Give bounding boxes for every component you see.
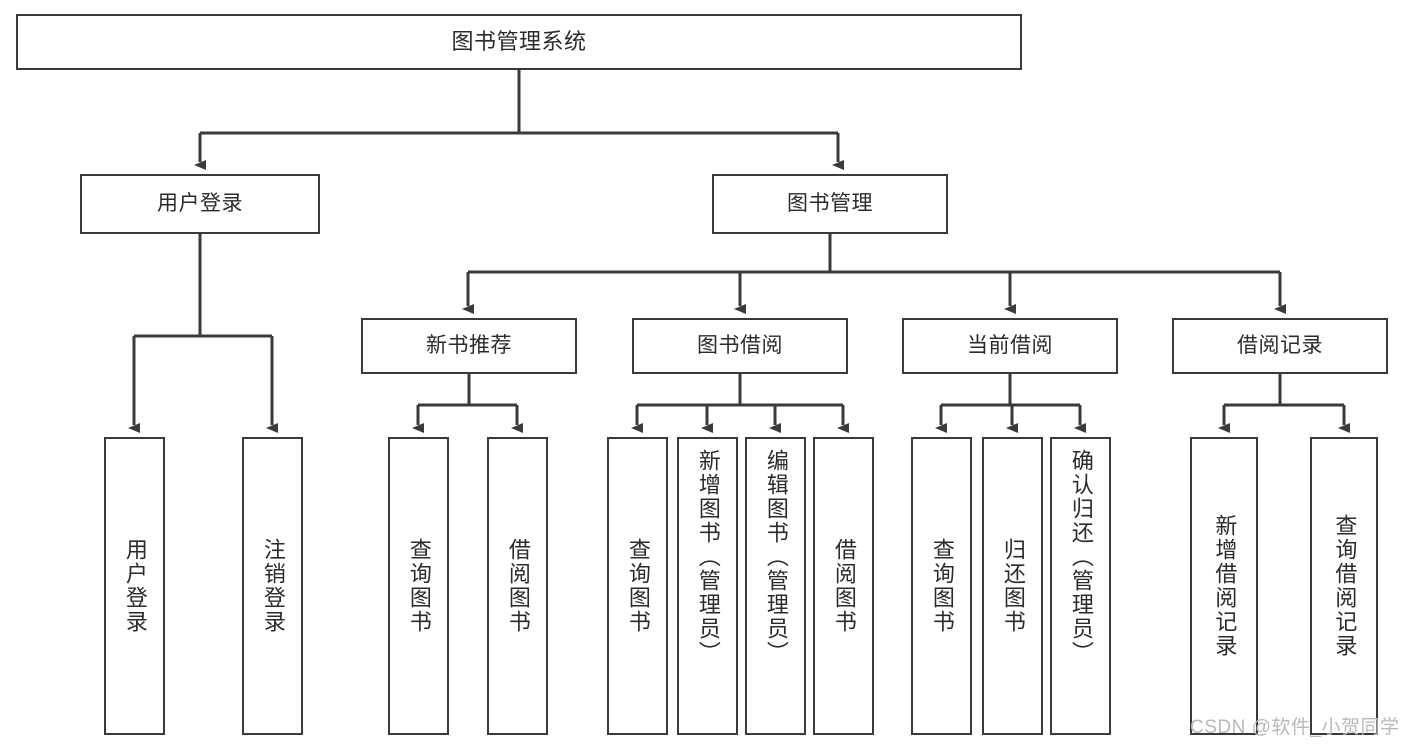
leaf-query-book-current[interactable]: 查询图书	[911, 437, 972, 735]
node-book-borrow-label: 图书借阅	[697, 334, 783, 358]
leaf-query-book-recommend-label: 查询图书	[406, 538, 432, 634]
leaf-confirm-return-admin[interactable]: 确认归还（管理员）	[1050, 437, 1111, 735]
node-root-label: 图书管理系统	[451, 28, 587, 54]
node-user-login[interactable]: 用户登录	[80, 174, 320, 234]
leaf-edit-book-admin[interactable]: 编辑图书（管理员）	[745, 437, 806, 735]
leaf-return-book-label: 归还图书	[1000, 538, 1026, 634]
leaf-query-borrow-record[interactable]: 查询借阅记录	[1310, 437, 1378, 735]
leaf-user-login[interactable]: 用户登录	[104, 437, 165, 735]
leaf-query-book-current-label: 查询图书	[929, 538, 955, 634]
leaf-add-book-admin[interactable]: 新增图书（管理员）	[677, 437, 738, 735]
leaf-return-book[interactable]: 归还图书	[982, 437, 1043, 735]
node-new-book-recommend[interactable]: 新书推荐	[361, 318, 577, 374]
csdn-watermark: CSDN @软件_小贺同学	[1190, 717, 1400, 738]
leaf-edit-book-admin-label: 编辑图书（管理员）	[763, 449, 789, 665]
leaf-query-book-recommend[interactable]: 查询图书	[388, 437, 449, 735]
leaf-borrow-book-recommend-label: 借阅图书	[505, 538, 531, 634]
node-root[interactable]: 图书管理系统	[16, 14, 1022, 70]
node-book-borrow[interactable]: 图书借阅	[632, 318, 848, 374]
leaf-user-login-label: 用户登录	[122, 538, 148, 634]
leaf-query-book[interactable]: 查询图书	[607, 437, 668, 735]
leaf-borrow-book[interactable]: 借阅图书	[813, 437, 874, 735]
leaf-add-borrow-record[interactable]: 新增借阅记录	[1190, 437, 1258, 735]
node-borrow-record-label: 借阅记录	[1237, 334, 1323, 358]
leaf-logout[interactable]: 注销登录	[242, 437, 303, 735]
node-book-management[interactable]: 图书管理	[712, 174, 948, 234]
node-book-management-label: 图书管理	[787, 192, 873, 216]
leaf-add-book-admin-label: 新增图书（管理员）	[695, 449, 721, 665]
leaf-confirm-return-admin-label: 确认归还（管理员）	[1068, 449, 1094, 665]
leaf-borrow-book-recommend[interactable]: 借阅图书	[487, 437, 548, 735]
node-user-login-label: 用户登录	[157, 192, 243, 216]
leaf-logout-label: 注销登录	[260, 538, 286, 634]
leaf-borrow-book-label: 借阅图书	[831, 538, 857, 634]
leaf-query-book-label: 查询图书	[625, 538, 651, 634]
node-borrow-record[interactable]: 借阅记录	[1172, 318, 1388, 374]
node-current-borrow-label: 当前借阅	[967, 334, 1053, 358]
node-new-book-recommend-label: 新书推荐	[426, 334, 512, 358]
leaf-query-borrow-record-label: 查询借阅记录	[1332, 514, 1358, 658]
node-current-borrow[interactable]: 当前借阅	[902, 318, 1118, 374]
leaf-add-borrow-record-label: 新增借阅记录	[1212, 514, 1238, 658]
